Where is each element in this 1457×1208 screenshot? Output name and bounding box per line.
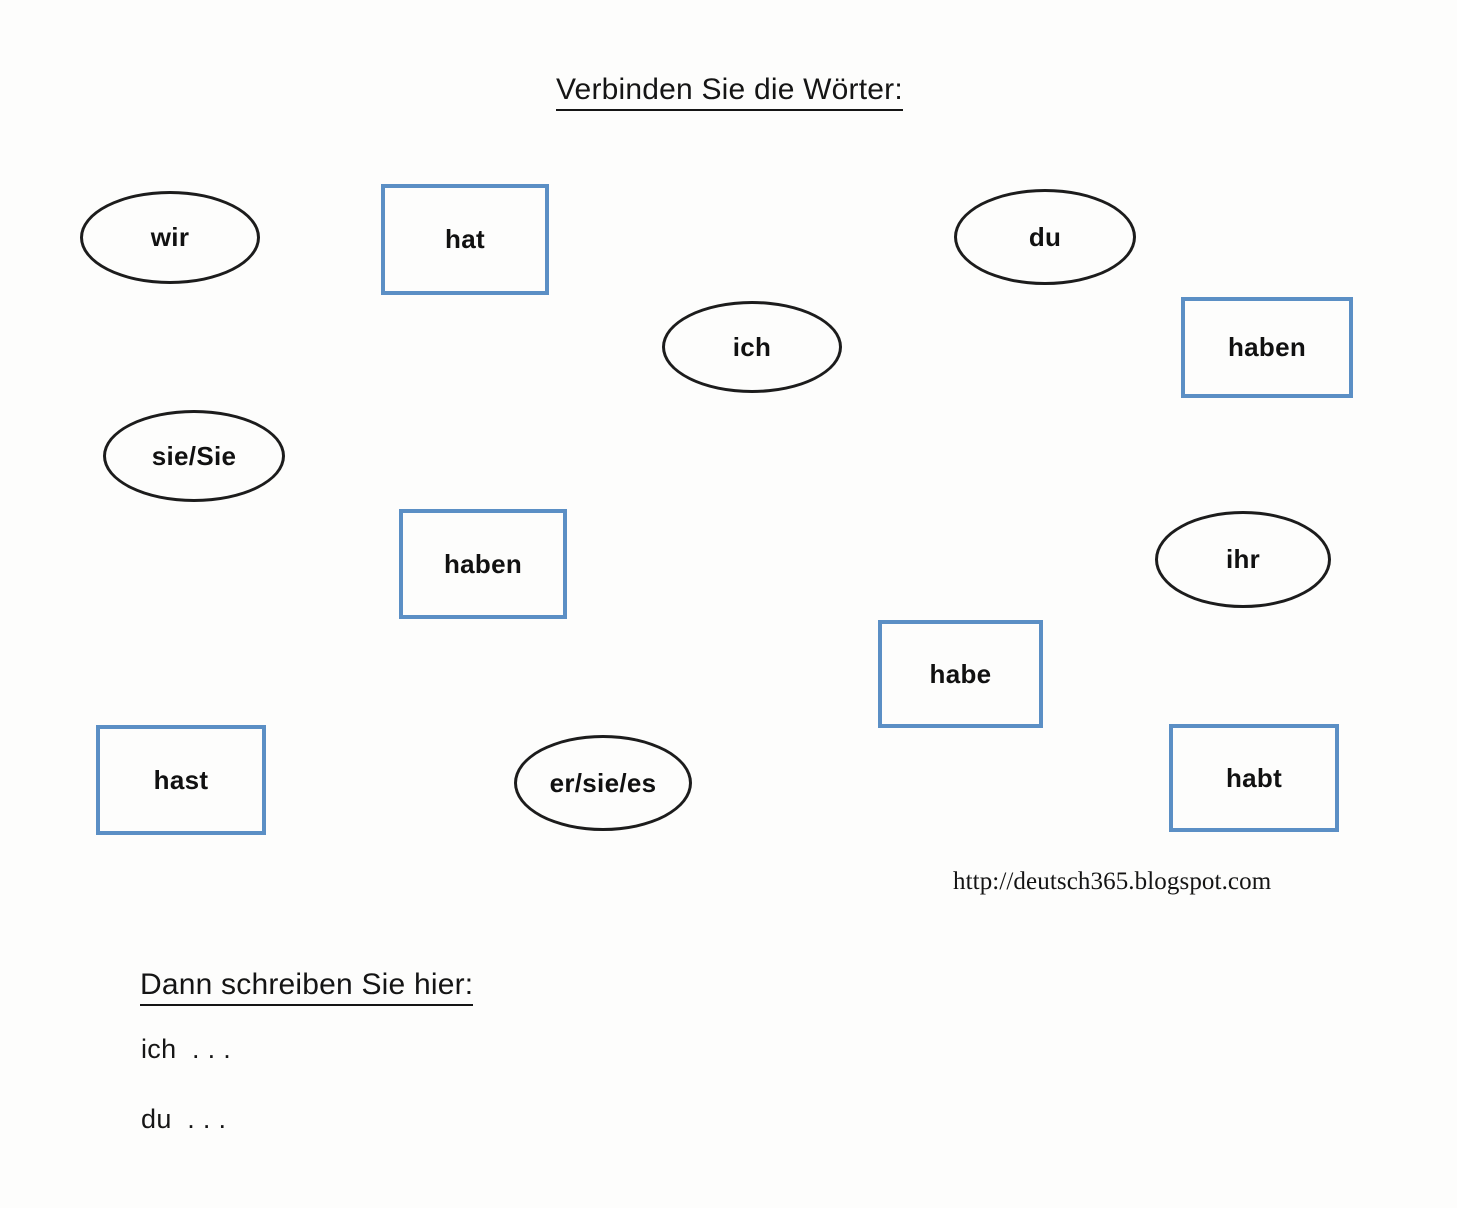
pronoun-ellipse-sie-Sie[interactable]: sie/Sie (103, 410, 285, 502)
word-label: habt (1225, 762, 1283, 793)
prompt-line-ich: ich . . . (141, 1034, 232, 1064)
verb-rect-habe[interactable]: habe (878, 620, 1043, 728)
site-url: http://deutsch365.blogspot.com (953, 868, 1272, 895)
pronoun-ellipse-ihr[interactable]: ihr (1155, 511, 1331, 608)
prompt-line-du: du . . . (141, 1104, 227, 1134)
page-title: Verbinden Sie die Wörter: (556, 74, 903, 111)
pronoun-ellipse-du[interactable]: du (954, 189, 1136, 285)
verb-rect-hast[interactable]: hast (96, 725, 266, 835)
pronoun-ellipse-wir[interactable]: wir (80, 191, 260, 284)
word-label: haben (443, 548, 523, 579)
word-label: hast (153, 764, 209, 795)
verb-rect-hat[interactable]: hat (381, 184, 549, 295)
word-label: wir (150, 222, 190, 252)
word-label: hat (445, 224, 485, 254)
word-label: du (1028, 221, 1062, 252)
verb-rect-haben[interactable]: haben (399, 509, 567, 619)
verb-rect-habt[interactable]: habt (1169, 724, 1339, 832)
word-label: er/sie/es (549, 767, 657, 798)
word-label: ihr (1225, 544, 1261, 574)
word-label: haben (1227, 332, 1307, 362)
subheading: Dann schreiben Sie hier: (140, 969, 474, 1006)
pronoun-ellipse-er-sie-es[interactable]: er/sie/es (514, 735, 692, 831)
word-label: habe (929, 658, 992, 689)
pronoun-ellipse-ich[interactable]: ich (662, 301, 842, 393)
word-label: ich (732, 331, 772, 362)
verb-rect-haben[interactable]: haben (1181, 297, 1353, 398)
word-label: sie/Sie (151, 440, 237, 471)
